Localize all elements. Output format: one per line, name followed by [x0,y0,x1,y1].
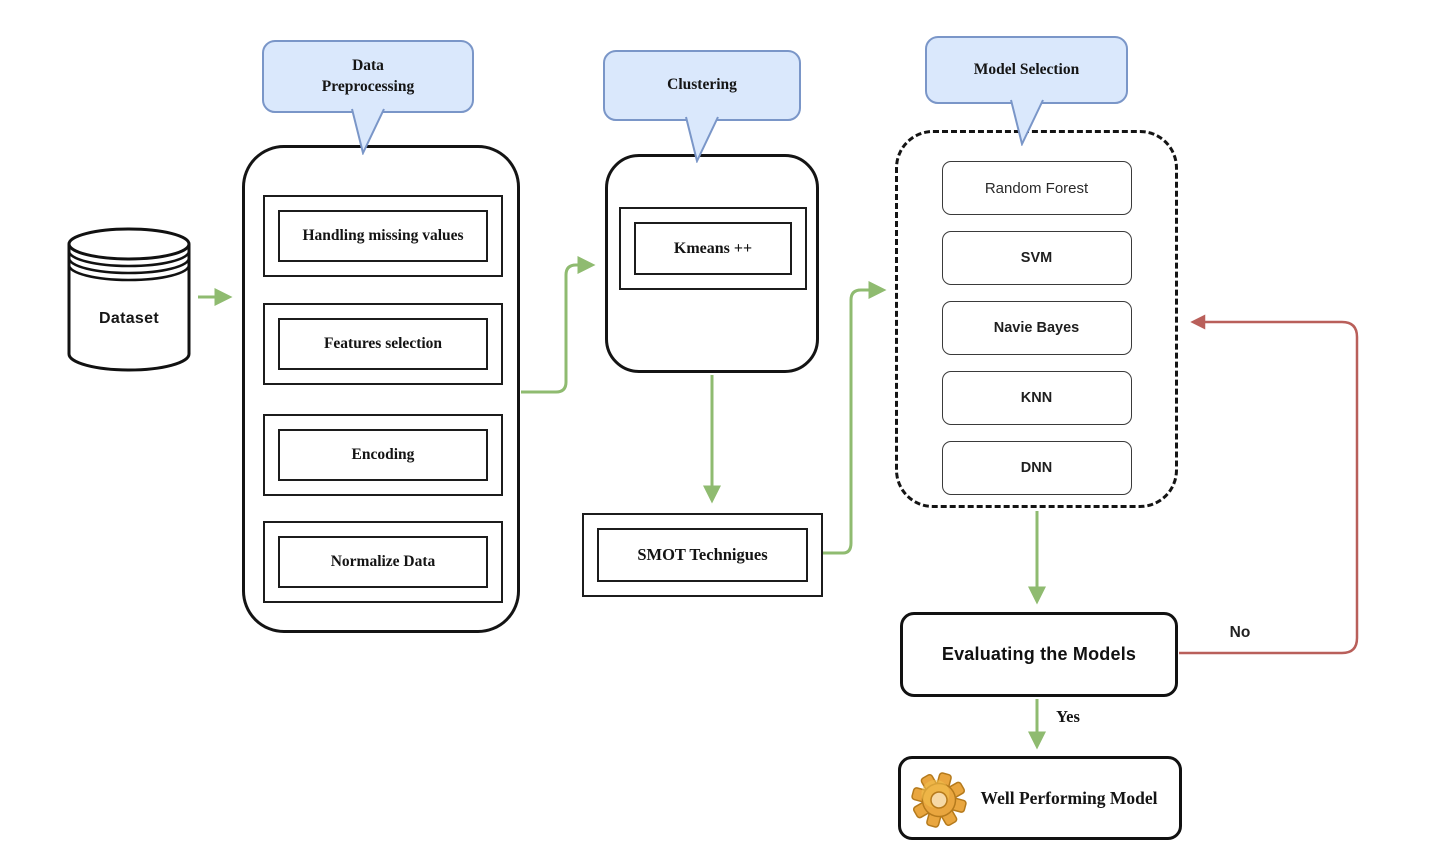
smot-label: SMOT Technigues [597,528,808,582]
gear-icon [909,770,969,830]
kmeans-box: Kmeans ++ [619,207,807,290]
dataset-label: Dataset [99,310,159,327]
callout-model-selection: Model Selection [925,36,1128,146]
well-performing-model-box: Well Performing Model [898,756,1182,840]
step-label: Encoding [278,429,488,481]
callout-clustering-label: Clustering [667,76,737,94]
arrow-smot-to-model-selection [823,281,887,555]
dataset-node: Dataset [66,226,192,374]
step-label: Features selection [278,318,488,370]
database-icon [67,227,191,372]
model-navie-bayes: Navie Bayes [941,301,1132,355]
callout-tail [1009,98,1044,146]
evaluating-models-box: Evaluating the Models [900,612,1178,697]
arrow-no-loop-to-model-selection [1179,314,1359,655]
arrow-preprocessing-to-clustering [521,256,596,394]
model-random-forest: Random Forest [941,161,1132,215]
model-knn: KNN [941,371,1132,425]
step-label: Normalize Data [278,536,488,588]
model-dnn: DNN [941,441,1132,495]
evaluating-models-label: Evaluating the Models [941,644,1137,664]
callout-clustering: Clustering [603,50,801,163]
callout-tail [351,107,385,155]
callout-tail [685,115,719,163]
step-normalize-data: Normalize Data [263,521,503,603]
well-performing-model-label: Well Performing Model [980,787,1158,808]
preprocessing-container: Handling missing values Features selecti… [242,145,520,633]
step-label: Handling missing values [278,210,488,262]
callout-model-selection-label: Model Selection [973,60,1080,78]
step-features-selection: Features selection [263,303,503,385]
callout-data-preprocessing: Data Preprocessing [262,40,474,155]
model-selection-container: Random Forest SVM Navie Bayes KNN DNN [895,130,1178,508]
model-svm: SVM [941,231,1132,285]
smot-box: SMOT Technigues [582,513,823,597]
step-encoding: Encoding [263,414,503,496]
no-branch-label: No [1229,624,1251,641]
callout-data-preprocessing-label: Data Preprocessing [321,56,415,95]
step-handling-missing-values: Handling missing values [263,195,503,277]
clustering-container: Kmeans ++ [605,154,819,373]
yes-branch-label: Yes [1056,707,1080,726]
kmeans-label: Kmeans ++ [634,222,792,275]
